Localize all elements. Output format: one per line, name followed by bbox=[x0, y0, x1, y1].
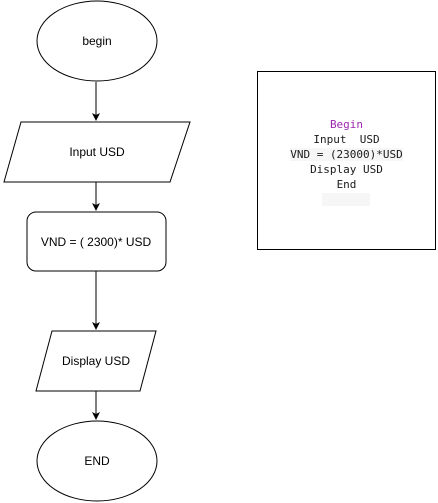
pseudocode-assign-text: VND = (23000)*USD bbox=[290, 148, 403, 161]
pseudocode-line-begin: Begin bbox=[329, 118, 364, 131]
start-ellipse bbox=[36, 0, 158, 82]
input-node[interactable]: Input USD bbox=[3, 121, 191, 183]
input-label: Input USD bbox=[69, 145, 125, 159]
pseudocode-line-display: Display USD bbox=[310, 163, 383, 176]
end-node[interactable]: END bbox=[36, 420, 158, 502]
pseudocode-line-end: End bbox=[336, 178, 357, 191]
process-label: VND = ( 2300)* USD bbox=[41, 235, 152, 249]
start-label: begin bbox=[82, 34, 111, 48]
pseudocode-empty-line bbox=[322, 193, 370, 206]
pseudocode-panel[interactable]: Begin Input USD VND = (23000)*USD Displa… bbox=[257, 71, 436, 250]
pseudocode-line-input: Input USD bbox=[313, 133, 380, 146]
start-node[interactable]: begin bbox=[36, 0, 158, 82]
end-ellipse bbox=[36, 420, 158, 502]
output-parallelogram bbox=[35, 330, 157, 392]
output-node[interactable]: Display USD bbox=[35, 330, 157, 392]
pseudocode-line-assign: VND = (23000)*USD bbox=[258, 147, 435, 162]
process-node[interactable]: VND = ( 2300)* USD bbox=[26, 211, 167, 272]
input-parallelogram bbox=[3, 121, 191, 183]
output-label: Display USD bbox=[62, 354, 130, 368]
end-label: END bbox=[84, 454, 110, 468]
